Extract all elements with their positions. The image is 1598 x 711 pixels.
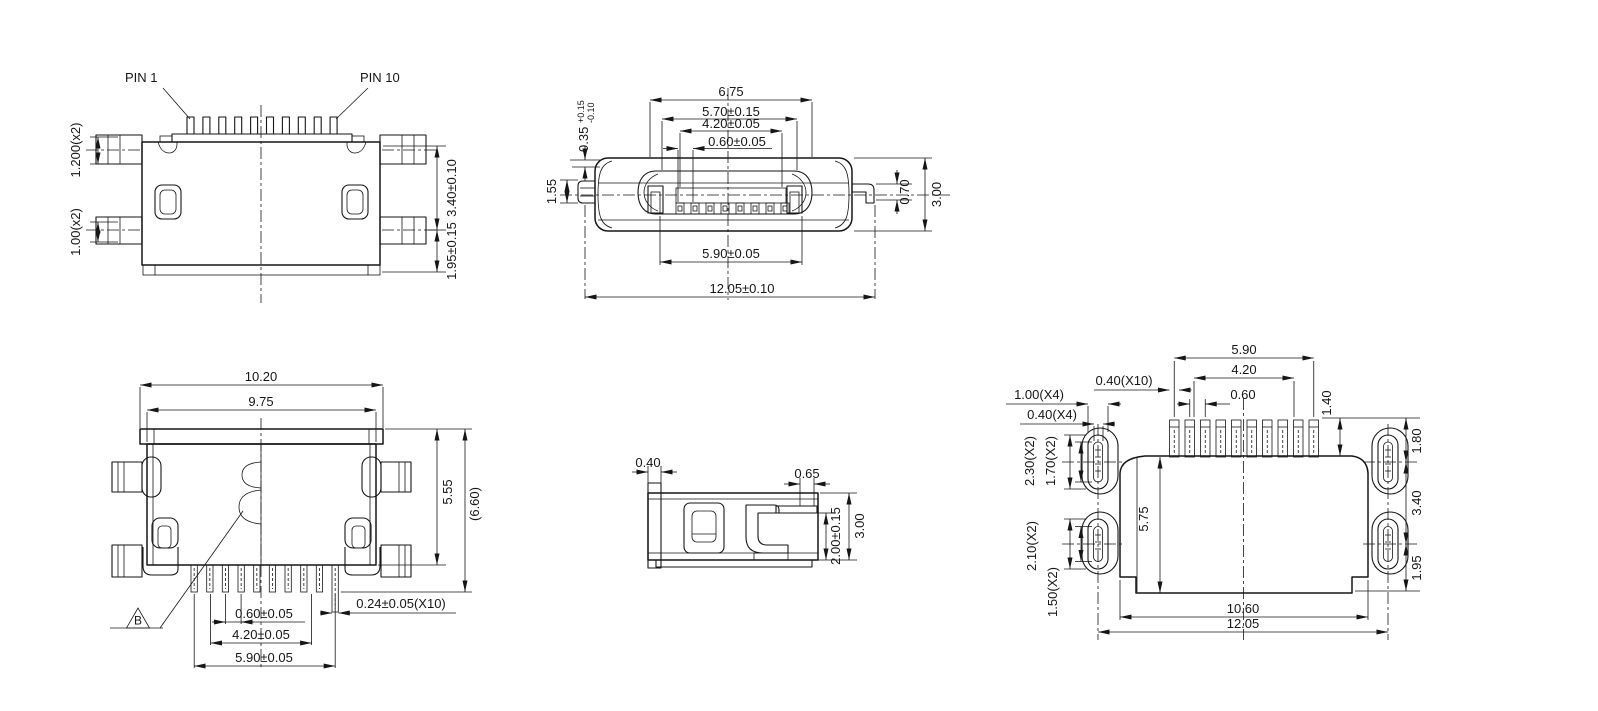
- dim-label-tab-slot-width: 0.40(X4): [1027, 407, 1077, 422]
- side-tabs: [577, 180, 875, 204]
- dim-offset-value: 0.35: [576, 127, 591, 152]
- side-view: 0.40 0.65 2.00±0.15 3.00: [632, 455, 867, 569]
- dim-label-tab-slot-lower: 1.50(X2): [1045, 567, 1060, 617]
- body-outline: [1119, 455, 1369, 594]
- pin1-label: PIN 1: [125, 70, 158, 85]
- dim-label-offset: 0.35 +0.15 -0.10: [576, 100, 596, 152]
- dim-label-cavity: 6.75: [718, 84, 743, 99]
- dim-label-lead: 0.65: [794, 466, 819, 481]
- footprint-view: 5.75 5.90 4.20 0.60 0.40(X10) 1.00(X4) 0…: [1006, 342, 1424, 640]
- dim-offset-tol-plus: +0.15: [576, 100, 586, 123]
- dimensions: 5.75 5.90 4.20 0.60 0.40(X10) 1.00(X4) 0…: [1006, 342, 1424, 635]
- body-outline: [647, 482, 819, 569]
- mounting-tabs: [95, 134, 427, 245]
- dim-label-tab-pad-lower: 2.10(X2): [1024, 521, 1039, 571]
- centerlines: [1062, 398, 1420, 640]
- centerlines: [560, 88, 950, 300]
- dim-label-width-body: 9.75: [248, 394, 273, 409]
- dim-label-shell-span: 5.90±0.05: [702, 246, 760, 261]
- dim-label-span: 5.90: [1231, 342, 1256, 357]
- centerlines: [86, 105, 436, 303]
- dimensions: 0.40 0.65 2.00±0.15 3.00: [632, 455, 867, 565]
- datum-symbol: B: [110, 510, 244, 629]
- dim-label-lead-width: 0.24±0.05(X10): [356, 596, 446, 611]
- dim-label-row-offset-top: 1.80: [1409, 428, 1424, 453]
- dim-label-pin-width: 0.70: [897, 179, 912, 204]
- dimensions: 10.20 9.75 5.55 (6.60) 0.60±0.05 4.20±0.…: [139, 369, 482, 669]
- solder-pads-row: [1169, 419, 1319, 458]
- dim-label-group: 4.20: [1231, 362, 1256, 377]
- pin-comb: [186, 116, 338, 135]
- dim-label-overall-width: 12.05: [1227, 616, 1260, 631]
- dim-label-span: 5.90±0.05: [235, 650, 293, 665]
- body-outline: [139, 428, 384, 566]
- dim-label-body-depth: 5.75: [1136, 506, 1151, 531]
- dim-label-height: 3.00: [852, 513, 867, 538]
- dim-label-tab: 1.55: [544, 179, 559, 204]
- dim-label-height-total: 3.40±0.10: [444, 159, 459, 217]
- dim-label-tab-slot-upper: 1.70(X2): [1043, 436, 1058, 486]
- dim-label-height: 3.00: [929, 182, 944, 207]
- dim-label-height-lower: 1.95±0.15: [444, 222, 459, 280]
- dim-label-depth-ref: (6.60): [467, 487, 482, 521]
- dim-label-pad-width: 0.40(X10): [1095, 373, 1152, 388]
- dim-offset-tol-minus: -0.10: [586, 102, 596, 123]
- pin-callouts: PIN 1 PIN 10: [125, 70, 400, 120]
- dim-label-pitch: 0.60±0.05: [235, 606, 293, 621]
- dim-label-width-outer: 10.20: [245, 369, 278, 384]
- dim-label-row-spacing: 3.40: [1409, 490, 1424, 515]
- dim-label-depth-body: 5.55: [440, 479, 455, 504]
- dim-label-tab-pad-width: 1.00(X4): [1014, 387, 1064, 402]
- front-view: PIN 1 PIN 10 1.200(x2) 1.00(x2) 3.40±0.1…: [68, 70, 459, 303]
- dim-label-tab-upper: 1.200(x2): [68, 123, 83, 178]
- dim-label-pad-length: 1.40: [1319, 390, 1334, 415]
- mounting-pads: [1081, 427, 1409, 575]
- datum-label: B: [134, 614, 142, 628]
- top-view: 6.75 5.70±0.15 4.20±0.05 0.60±0.05 0.35 …: [544, 84, 950, 300]
- latch-windows: [154, 184, 369, 220]
- solder-leads: [190, 564, 339, 613]
- dim-label-contact-group: 4.20±0.05: [702, 116, 760, 131]
- contacts: [647, 185, 803, 215]
- shell-outline: [594, 157, 853, 232]
- dim-label-overall: 12.05±0.10: [710, 281, 775, 296]
- dim-label-row-offset-bottom: 1.95: [1409, 555, 1424, 580]
- connector-body-outline: [141, 133, 381, 276]
- dimensions: 6.75 5.70±0.15 4.20±0.05 0.60±0.05 0.35 …: [544, 84, 944, 300]
- side-tabs: [111, 456, 412, 578]
- dim-label-pitch: 0.60±0.05: [708, 134, 766, 149]
- pin10-label: PIN 10: [360, 70, 400, 85]
- dimensions: 1.200(x2) 1.00(x2) 3.40±0.10 1.95±0.15: [68, 123, 459, 280]
- bottom-view: 10.20 9.75 5.55 (6.60) 0.60±0.05 4.20±0.…: [110, 369, 482, 670]
- dim-label-tab-lower: 1.00(x2): [68, 208, 83, 256]
- dim-label-group: 4.20±0.05: [232, 627, 290, 642]
- dim-label-flange: 0.40: [635, 455, 660, 470]
- internal-contacts: [683, 502, 818, 561]
- dim-label-lead-height: 2.00±0.15: [828, 507, 843, 565]
- dim-label-contact-span: 5.70±0.15: [702, 104, 760, 119]
- dim-label-pitch: 0.60: [1230, 387, 1255, 402]
- dim-label-tab-pad-upper: 2.30(X2): [1022, 436, 1037, 486]
- dim-label-body-width: 10.60: [1227, 601, 1260, 616]
